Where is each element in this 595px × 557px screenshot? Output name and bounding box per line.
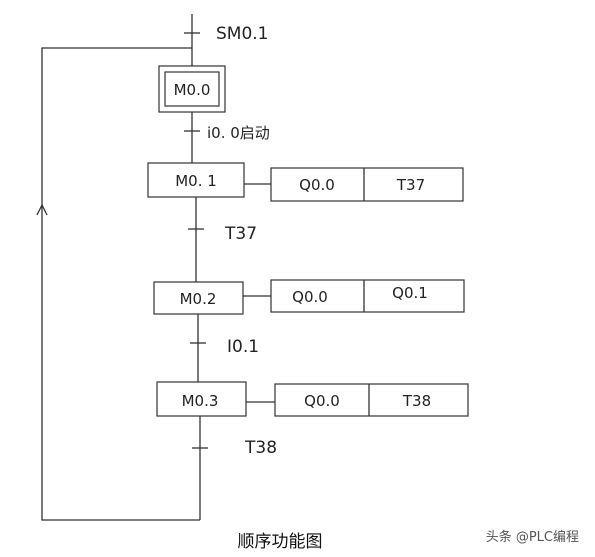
step-m01-output-1: Q0.0 [299,176,335,194]
step-m02-output-2: Q0.1 [392,284,428,302]
up-arrow-icon [36,203,48,216]
step-m03-output-1: Q0.0 [304,392,340,410]
initial-transition-label: SM0.1 [216,24,269,44]
step-m01: M0. 1 Q0.0 T37 [147,162,464,202]
watermark: 头条 @PLC编程 [486,529,579,545]
step-m00: M0.0 [158,65,226,113]
step-m02: M0.2 Q0.0 Q0.1 [153,279,465,315]
step-m00-label: M0.0 [174,81,211,99]
transition-4-label: T38 [244,438,277,458]
step-m01-label: M0. 1 [175,172,217,190]
transition-1-label: i0. 0启动 [207,124,270,142]
step-m02-output-1: Q0.0 [292,288,328,306]
diagram-caption: 顺序功能图 [238,532,323,552]
step-m03-output-2: T38 [402,392,431,410]
step-m01-output-2: T37 [396,176,425,194]
transition-3-label: I0.1 [227,337,259,357]
loop-back-line [36,47,200,521]
step-m03: M0.3 Q0.0 T38 [156,381,469,417]
step-m03-label: M0.3 [182,392,219,410]
transition-2-label: T37 [224,224,257,244]
step-m02-label: M0.2 [180,290,217,308]
main-flow-line [191,14,201,520]
